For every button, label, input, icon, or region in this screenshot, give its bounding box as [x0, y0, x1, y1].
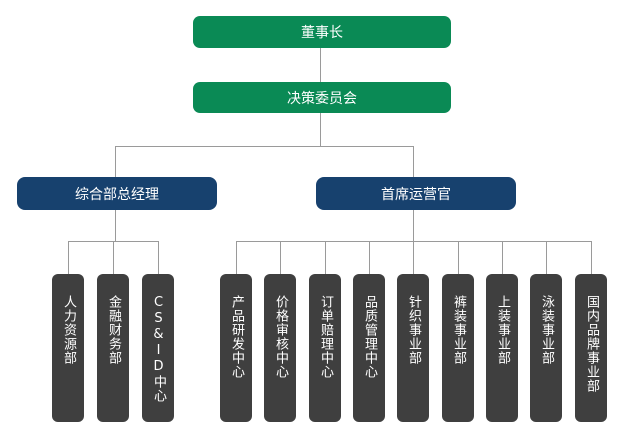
unit-swimwear: 泳装事业部	[530, 274, 562, 422]
unit-label: 上装事业部	[495, 295, 510, 365]
unit-label: 品质管理中心	[362, 295, 377, 379]
unit-label: 价格审核中心	[273, 295, 288, 379]
unit-quality: 品质管理中心	[353, 274, 385, 422]
unit-tops: 上装事业部	[486, 274, 518, 422]
unit-order: 订单赔理中心	[309, 274, 341, 422]
connector-branch-gm	[115, 146, 116, 177]
connector-ceo-leaf	[546, 241, 547, 274]
connector-ceo-leaf	[325, 241, 326, 274]
connector-ceo-leaf	[413, 241, 414, 274]
unit-label: 金融财务部	[106, 295, 121, 365]
ceo-node: 首席运营官	[316, 177, 516, 210]
unit-label: CS&ID中心	[151, 295, 166, 403]
unit-label: 国内品牌事业部	[584, 295, 599, 393]
unit-label: 针织事业部	[406, 295, 421, 365]
connector-ceo-leaf	[236, 241, 237, 274]
connector-gm-leaf	[158, 241, 159, 274]
connector-ceo-leaf	[280, 241, 281, 274]
connector-chairman-committee	[320, 48, 321, 82]
ceo-label: 首席运营官	[381, 186, 451, 203]
unit-rd: 产品研发中心	[220, 274, 252, 422]
connector-gm-leaf	[68, 241, 69, 274]
committee-label: 决策委员会	[287, 90, 357, 107]
connector-gm-leaf	[113, 241, 114, 274]
gm-node: 综合部总经理	[17, 177, 217, 210]
gm-label: 综合部总经理	[75, 186, 159, 203]
connector-gm-down	[115, 210, 116, 241]
unit-trousers: 裤装事业部	[442, 274, 474, 422]
connector-branch-horizontal	[115, 146, 413, 147]
committee-node: 决策委员会	[193, 82, 451, 113]
unit-label: 人力资源部	[61, 295, 76, 365]
unit-label: 泳装事业部	[539, 295, 554, 365]
unit-label: 裤装事业部	[451, 295, 466, 365]
unit-price-review: 价格审核中心	[264, 274, 296, 422]
unit-label: 产品研发中心	[229, 295, 244, 379]
connector-ceo-down	[413, 210, 414, 241]
unit-hr: 人力资源部	[52, 274, 84, 422]
unit-knitwear: 针织事业部	[397, 274, 429, 422]
connector-committee-trunk	[320, 113, 321, 146]
unit-domestic-brand: 国内品牌事业部	[575, 274, 607, 422]
chairman-node: 董事长	[193, 16, 451, 48]
connector-ceo-leaf	[369, 241, 370, 274]
connector-branch-ceo	[413, 146, 414, 177]
connector-ceo-leaf	[458, 241, 459, 274]
chairman-label: 董事长	[301, 25, 343, 41]
unit-finance: 金融财务部	[97, 274, 129, 422]
unit-csid: CS&ID中心	[142, 274, 174, 422]
connector-ceo-leaf	[591, 241, 592, 274]
connector-ceo-leaf	[502, 241, 503, 274]
unit-label: 订单赔理中心	[318, 295, 333, 379]
